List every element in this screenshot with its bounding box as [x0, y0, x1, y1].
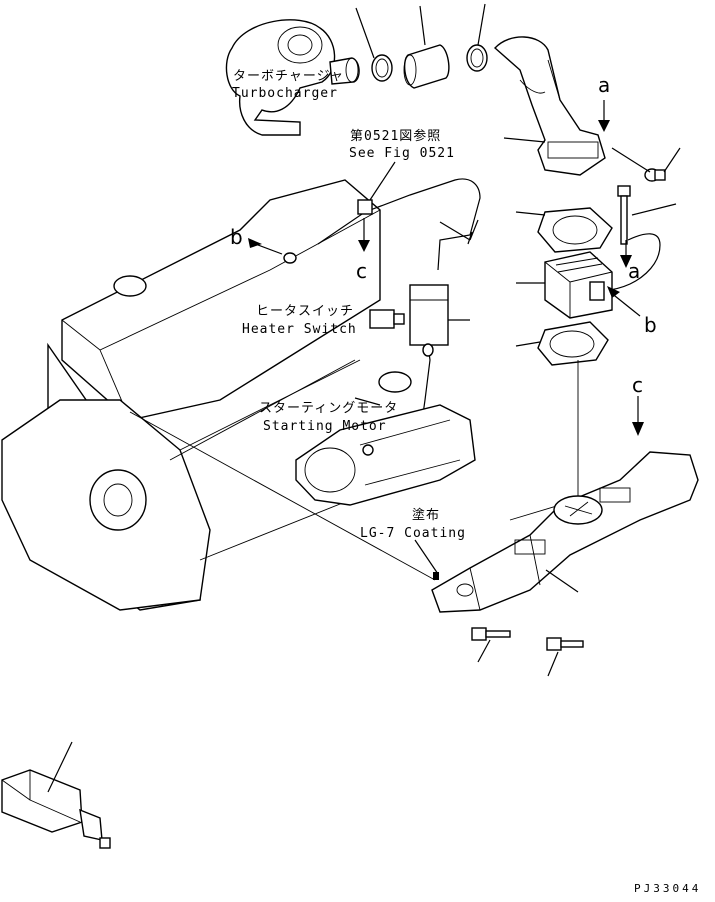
arrow-left-icon	[248, 238, 262, 248]
turbocharger-label-jp: ターボチャージャ	[233, 69, 344, 84]
arrow-down-icon	[632, 422, 644, 436]
see-fig-label-en: See Fig 0521	[349, 146, 455, 161]
bolt-small	[644, 168, 666, 182]
heater-switch	[369, 309, 405, 329]
ref-label-b-right: b	[644, 313, 657, 337]
terminal	[422, 343, 434, 357]
arrow-down-icon	[620, 255, 632, 268]
arrow-down-icon	[358, 240, 370, 252]
heater-switch-label-en: Heater Switch	[242, 322, 357, 337]
manifold-bolt-right	[546, 637, 584, 651]
bolt-long	[617, 185, 631, 245]
tool-part	[1, 769, 111, 849]
ref-label-a-top: a	[598, 73, 610, 97]
heater-switch-label-jp: ヒータスイッチ	[256, 304, 354, 319]
hose-clamp-left	[371, 54, 393, 82]
nut	[362, 444, 374, 456]
arrow-down-icon	[598, 120, 610, 132]
intake-connector	[493, 36, 606, 176]
see-fig-label-jp: 第0521図参照	[350, 128, 441, 144]
nut	[283, 252, 297, 264]
engine-block	[1, 179, 401, 611]
drawing-code: PJ33044	[634, 882, 701, 895]
gasket-lower	[537, 321, 609, 366]
starting-motor-label-en: Starting Motor	[263, 419, 387, 434]
wiring-harness	[317, 178, 481, 271]
heater-relay	[409, 284, 449, 346]
coating-label-jp: 塗布	[412, 507, 440, 523]
turbocharger-part	[225, 19, 360, 136]
starting-motor	[295, 371, 476, 506]
intake-manifold	[431, 451, 699, 613]
ref-label-b-left: b	[230, 225, 243, 249]
air-hose	[403, 44, 450, 89]
manifold-bolt-left	[471, 627, 511, 641]
ref-label-a-lower: a	[628, 259, 640, 283]
harness-clamp	[357, 199, 373, 215]
hose-clamp-right	[466, 44, 488, 72]
turbocharger-label-en: Turbocharger	[232, 86, 338, 101]
ref-label-c-left: c	[356, 259, 367, 283]
starting-motor-label-jp: スターティングモータ	[259, 401, 398, 416]
coating-label-en: LG-7 Coating	[360, 526, 466, 541]
heater-block	[544, 251, 613, 319]
gasket-upper	[537, 207, 613, 253]
coating-spot	[433, 572, 439, 580]
arrow-left-icon	[607, 286, 620, 298]
ref-label-c-right: c	[632, 373, 643, 397]
